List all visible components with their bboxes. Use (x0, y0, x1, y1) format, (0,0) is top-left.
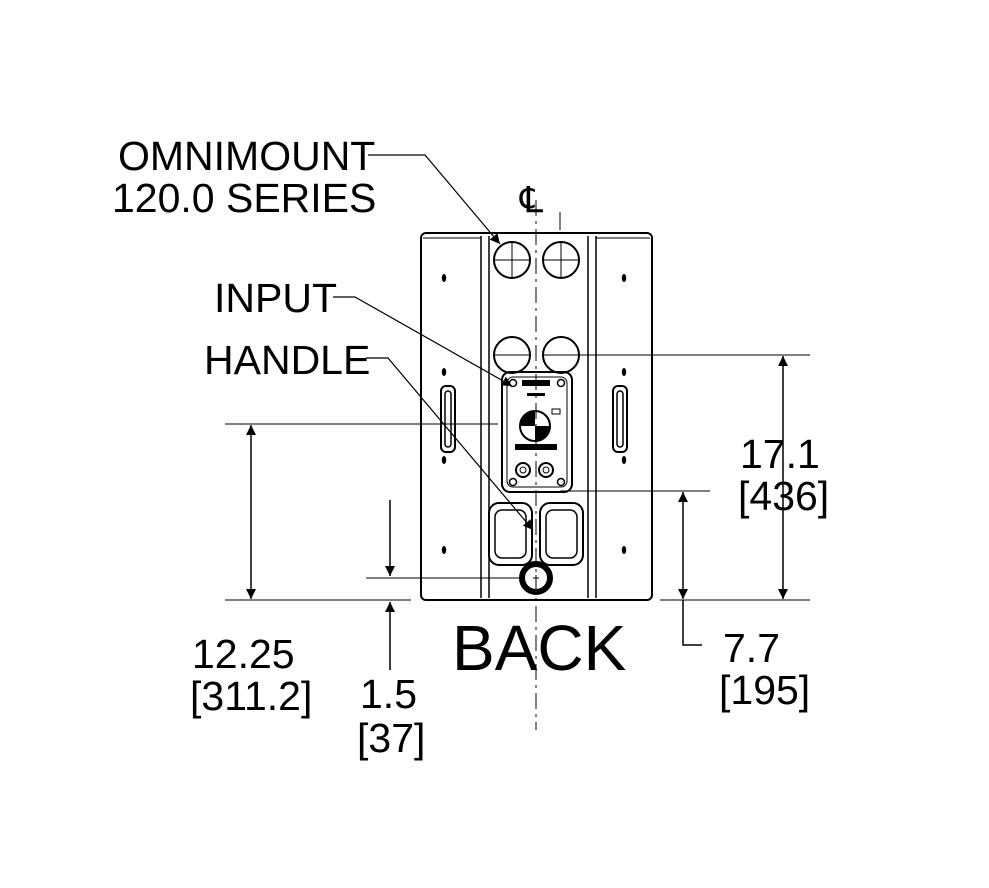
screw-icons (441, 274, 627, 554)
mount-hole-icons (493, 241, 580, 374)
view-title: BACK (452, 612, 626, 684)
callout-leaders (333, 154, 534, 531)
input-label: INPUT (214, 275, 337, 321)
dim-hole-offset-in: 1.5 (360, 671, 417, 717)
omnimount-leader (368, 154, 501, 245)
dimension-lines (246, 356, 788, 670)
dim-hole-offset-mm: [37] (357, 715, 425, 761)
input-leader (333, 296, 513, 387)
handle-label: HANDLE (204, 337, 370, 383)
omnimount-label-line1: OMNIMOUNT (118, 133, 375, 179)
dim-input-height-mm: [311.2] (190, 673, 312, 719)
dim-handle-center-mm: [195] (719, 667, 810, 713)
labels: OMNIMOUNT 120.0 SERIES INPUT HANDLE BACK… (112, 133, 829, 761)
dim-input-height-in: 12.25 (192, 631, 295, 677)
dim-height-mm: [436] (738, 473, 829, 519)
dim-handle-center-in: 7.7 (723, 625, 780, 671)
centerline-symbol: ℄ (519, 179, 543, 220)
extension-lines (225, 354, 810, 601)
omnimount-label-line2: 120.0 SERIES (112, 175, 376, 221)
dim-height-in: 17.1 (740, 431, 820, 477)
side-grip-slots (440, 385, 628, 453)
input-panel (501, 371, 573, 493)
centerline (535, 200, 561, 730)
handle-leader (366, 357, 534, 531)
